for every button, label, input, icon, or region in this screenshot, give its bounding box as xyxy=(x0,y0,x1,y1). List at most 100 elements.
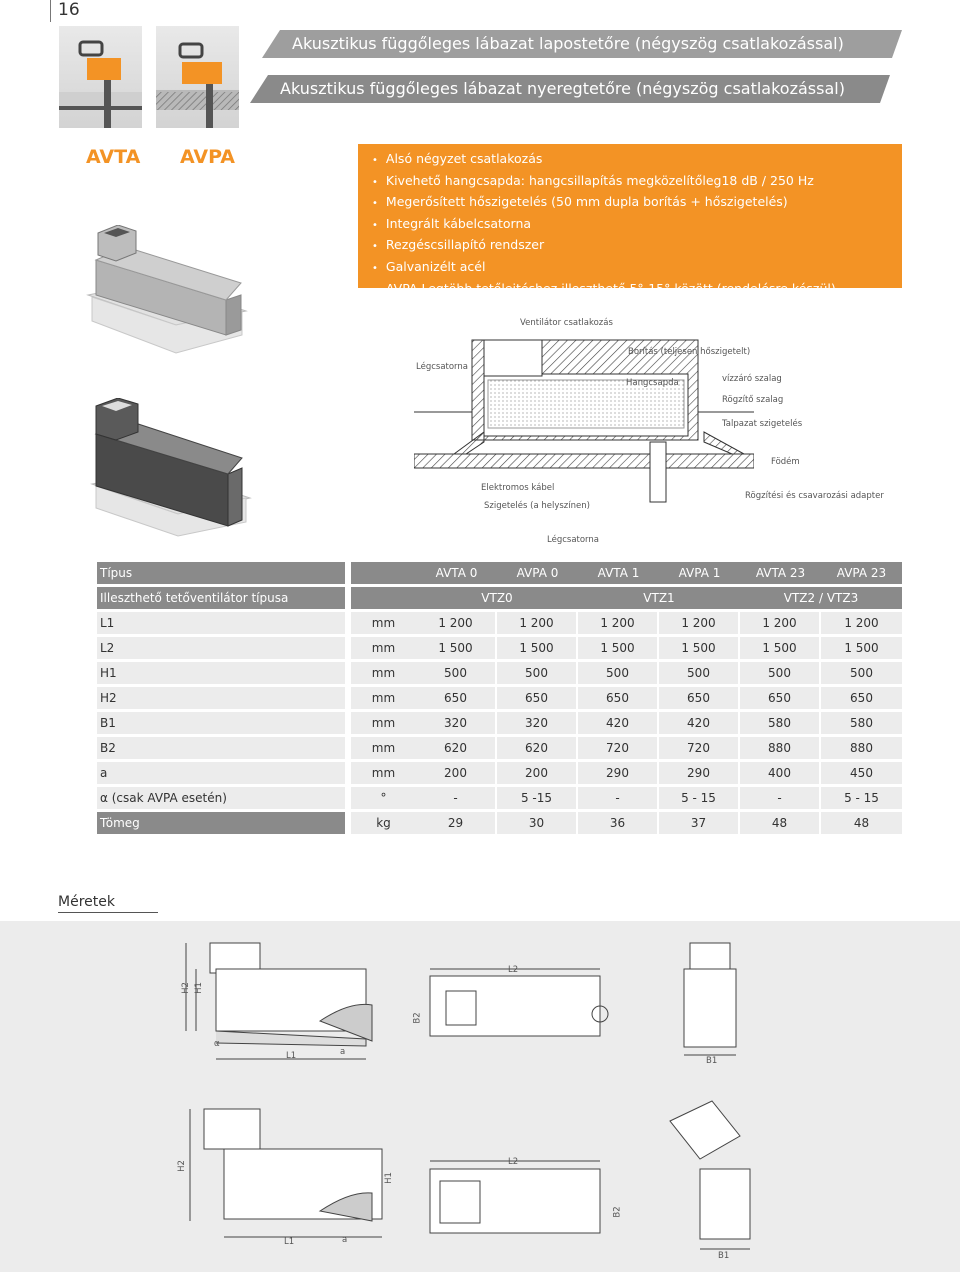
table-fan-group: VTZ0 xyxy=(416,587,578,609)
label-duct-bottom: Légcsatorna xyxy=(547,535,599,545)
flat-roof-thumbnail xyxy=(59,26,142,128)
table-row-unit: mm xyxy=(351,687,416,709)
table-cell: 650 xyxy=(659,687,738,709)
table-cell: 450 xyxy=(821,762,902,784)
drawing-label-l1-second: L1 xyxy=(284,1237,295,1247)
table-row-label: L1 xyxy=(97,612,345,634)
table-cell: 200 xyxy=(416,762,495,784)
table-cell: 30 xyxy=(497,812,576,834)
table-weight-unit: kg xyxy=(351,812,416,834)
table-cell: 880 xyxy=(821,737,902,759)
table-cell: 650 xyxy=(740,687,819,709)
table-cell: 1 500 xyxy=(497,637,576,659)
table-cell: 650 xyxy=(497,687,576,709)
feature-box: Alsó négyzet csatlakozás Kivehető hangcs… xyxy=(358,144,902,296)
table-header-cell: AVTA 23 xyxy=(740,562,821,584)
table-cell: 650 xyxy=(416,687,495,709)
drawing-label-a-second: a xyxy=(342,1235,348,1245)
table-header-cell: AVPA 23 xyxy=(821,562,902,584)
table-cell: 290 xyxy=(659,762,738,784)
table-cell: 420 xyxy=(578,712,657,734)
pitched-roof-thumbnail xyxy=(156,26,239,128)
model-avpa-label: AVPA xyxy=(180,146,236,168)
table-row-unit: mm xyxy=(351,662,416,684)
table-cell: 500 xyxy=(821,662,902,684)
table-row-unit: mm xyxy=(351,712,416,734)
label-waterproof-tape: vízzáró szalag xyxy=(722,374,782,384)
table-header-label: Típus xyxy=(97,562,345,584)
dimensions-title: Méretek xyxy=(58,894,115,910)
table-cell: 1 500 xyxy=(821,637,902,659)
table-cell: 580 xyxy=(740,712,819,734)
table-header-cell: AVPA 0 xyxy=(497,562,578,584)
table-cell: 1 200 xyxy=(740,612,819,634)
table-weight-label: Tömeg xyxy=(97,812,345,834)
table-cell: 5 -15 xyxy=(497,787,576,809)
table-cell: 720 xyxy=(578,737,657,759)
feature-item: Rezgéscsillapító rendszer xyxy=(372,235,902,257)
table-row-unit: mm xyxy=(351,762,416,784)
table-cell: 580 xyxy=(821,712,902,734)
table-row-unit: mm xyxy=(351,737,416,759)
drawing-label-h1: H1 xyxy=(193,982,204,994)
table-fan-group: VTZ1 xyxy=(578,587,740,609)
table-row-label: a xyxy=(97,762,345,784)
table-cell: 500 xyxy=(497,662,576,684)
label-fan-connection: Ventilátor csatlakozás xyxy=(520,318,613,328)
table-row-label: H1 xyxy=(97,662,345,684)
drawing-label-b2: B2 xyxy=(412,1012,423,1024)
table-cell: 620 xyxy=(497,737,576,759)
drawing-label-h2: H2 xyxy=(180,982,191,994)
drawing-label-b1: B1 xyxy=(706,1056,718,1066)
table-cell: 500 xyxy=(578,662,657,684)
feature-item: Integrált kábelcsatorna xyxy=(372,214,902,236)
drawing-label-a: a xyxy=(340,1047,346,1057)
table-row-label: B2 xyxy=(97,737,345,759)
table-cell: 620 xyxy=(416,737,495,759)
label-cover: Borítás (teljesen hőszigetelt) xyxy=(628,347,751,357)
drawing-label-b2-second: B2 xyxy=(612,1206,623,1218)
table-cell: 720 xyxy=(659,737,738,759)
label-base-insulation: Talpazat szigetelés xyxy=(722,419,803,429)
table-cell: 1 200 xyxy=(821,612,902,634)
drawing-label-h1-second: H1 xyxy=(383,1172,394,1184)
table-cell: 29 xyxy=(416,812,495,834)
dimensions-title-underline xyxy=(58,912,158,913)
table-row-unit: ° xyxy=(351,787,416,809)
table-cell: 650 xyxy=(821,687,902,709)
drawing-label-alpha: α xyxy=(214,1039,220,1049)
table-cell: 500 xyxy=(740,662,819,684)
table-cell: 1 500 xyxy=(416,637,495,659)
table-cell: 400 xyxy=(740,762,819,784)
table-cell: 1 200 xyxy=(497,612,576,634)
table-header-cell: AVTA 0 xyxy=(416,562,497,584)
drawing-label-l2-second: L2 xyxy=(508,1157,519,1167)
table-cell: 500 xyxy=(659,662,738,684)
label-fixing-tape: Rögzítő szalag xyxy=(722,395,784,405)
table-fan-label: Illeszthető tetőventilátor típusa xyxy=(97,587,345,609)
table-row-label: B1 xyxy=(97,712,345,734)
table-cell: 1 200 xyxy=(416,612,495,634)
table-cell: 1 200 xyxy=(659,612,738,634)
table-cell: 1 500 xyxy=(740,637,819,659)
label-floor: Födém xyxy=(771,457,800,467)
label-sound-trap: Hangcsapda xyxy=(626,378,679,388)
table-row-label: H2 xyxy=(97,687,345,709)
table-header-cell: AVTA 1 xyxy=(578,562,659,584)
drawing-label-l2: L2 xyxy=(508,965,519,975)
table-cell: 200 xyxy=(497,762,576,784)
product-render-flat xyxy=(86,224,256,359)
table-cell: 1 500 xyxy=(659,637,738,659)
table-cell: 5 - 15 xyxy=(821,787,902,809)
table-row-label: L2 xyxy=(97,637,345,659)
model-avta-label: AVTA xyxy=(86,146,141,168)
heading-flat-roof: Akusztikus függőleges lábazat lapostetőr… xyxy=(262,30,902,58)
label-duct-top: Légcsatorna xyxy=(416,362,468,372)
table-cell: 880 xyxy=(740,737,819,759)
drawing-label-l1: L1 xyxy=(286,1051,297,1061)
